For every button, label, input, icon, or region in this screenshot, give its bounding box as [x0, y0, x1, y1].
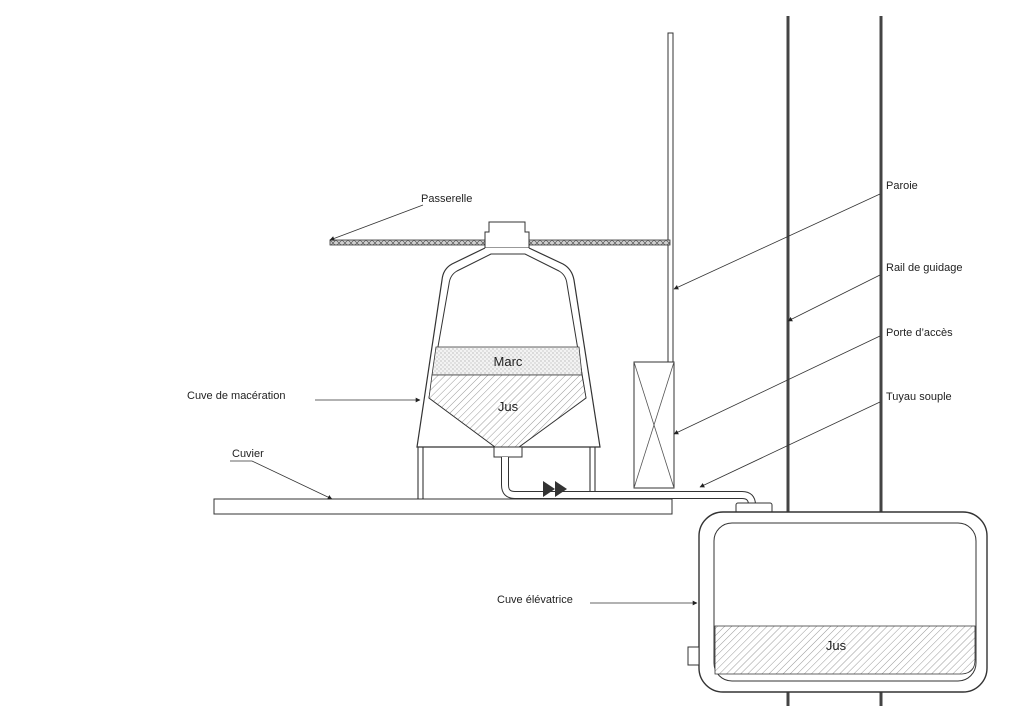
jus-elevatrice-label: Jus: [826, 638, 847, 653]
elevator-tank: Jus: [687, 502, 988, 693]
label-cuvier: Cuvier: [232, 448, 264, 460]
jus-maceration-label: Jus: [498, 399, 519, 414]
marc-label: Marc: [494, 354, 523, 369]
label-paroie: Paroie: [886, 180, 918, 192]
label-passerelle: Passerelle: [421, 193, 472, 205]
label-porte-acces: Porte d’accès: [886, 327, 953, 339]
label-rail-de-guidage: Rail de guidage: [886, 262, 962, 274]
maceration-tank-legs: [417, 447, 596, 499]
maceration-tank: Marc Jus: [416, 221, 601, 458]
leader-lines: [230, 193, 881, 606]
label-tuyau-souple: Tuyau souple: [886, 391, 952, 403]
access-door: [633, 361, 675, 489]
label-cuve-elevatrice: Cuve élévatrice: [497, 594, 573, 606]
cuvier-floor: [213, 498, 673, 515]
flexible-hose: [501, 457, 756, 509]
label-cuve-maceration: Cuve de macération: [187, 390, 285, 402]
